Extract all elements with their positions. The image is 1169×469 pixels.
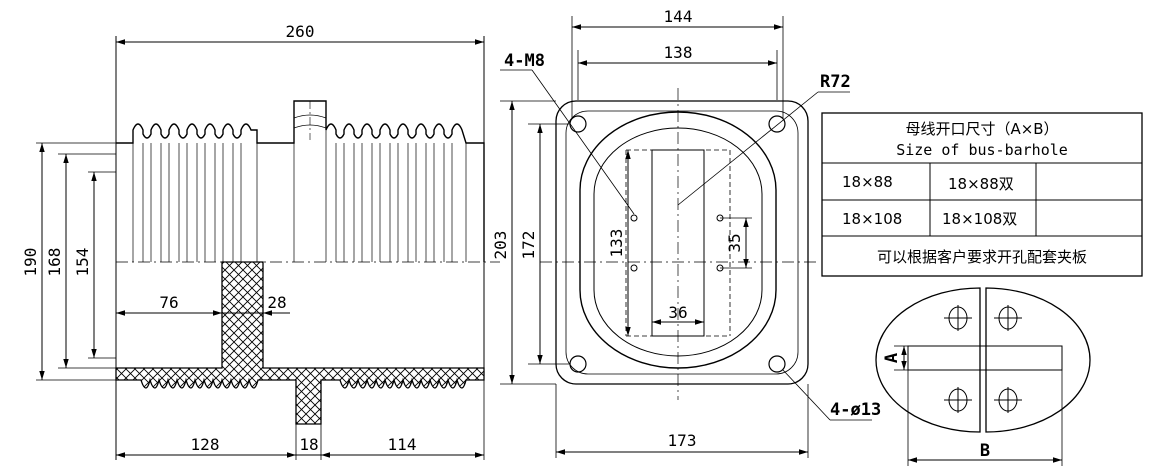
mount-hole [569, 355, 587, 373]
bus-hole-table: 母线开口尺寸（A×B） Size of bus-barhole 18×88 18… [821, 112, 1143, 277]
flange-outer [555, 100, 809, 385]
table-note: 可以根据客户要求开孔配套夹板 [877, 248, 1087, 266]
mount-hole [569, 115, 587, 133]
dim-76: 76 [159, 293, 178, 312]
dim-128: 128 [191, 435, 220, 454]
table-cell: 18×108双 [942, 210, 1017, 228]
label-4-m8: 4-M8 [504, 51, 545, 71]
table-title-en: Size of bus-barhole [896, 141, 1068, 159]
dim-172: 172 [519, 231, 538, 260]
label-4-phi13: 4-ø13 [830, 400, 881, 420]
dim-36: 36 [668, 303, 687, 322]
dim-35: 35 [725, 233, 744, 252]
bushing-oval-outer [579, 111, 777, 369]
dim-168: 168 [45, 248, 64, 277]
bar-slot [907, 345, 1063, 371]
dim-18: 18 [299, 435, 318, 454]
dim-260: 260 [286, 22, 315, 41]
flange-inner [565, 110, 799, 375]
front-view: 144 138 4-M8 R72 4-ø13 [491, 7, 881, 458]
table-cell: 18×108 [842, 210, 902, 228]
clamp-outline [875, 287, 981, 433]
table-cell: 18×88 [842, 173, 893, 191]
label-r72: R72 [820, 72, 851, 92]
bushing-oval-inner [593, 127, 763, 357]
dim-114: 114 [388, 435, 417, 454]
side-view: 260 [21, 22, 500, 460]
mount-hole [768, 355, 786, 373]
dim-144: 144 [664, 7, 693, 26]
mount-hole [768, 115, 786, 133]
label-b: B [980, 441, 990, 461]
dim-190: 190 [21, 248, 40, 277]
dim-138: 138 [664, 43, 693, 62]
insulator-upper-outline [116, 100, 485, 262]
table-title-cn: 母线开口尺寸（A×B） [905, 120, 1058, 138]
dim-133: 133 [607, 229, 626, 258]
dim-154: 154 [73, 248, 92, 277]
dim-28: 28 [267, 293, 286, 312]
clamp-plate-view: A B [875, 287, 1091, 466]
label-a: A [882, 353, 902, 363]
dim-203: 203 [491, 231, 510, 260]
table-cell: 18×88双 [948, 175, 1014, 193]
insulator-lower-section [115, 261, 485, 425]
dim-173: 173 [668, 431, 697, 450]
